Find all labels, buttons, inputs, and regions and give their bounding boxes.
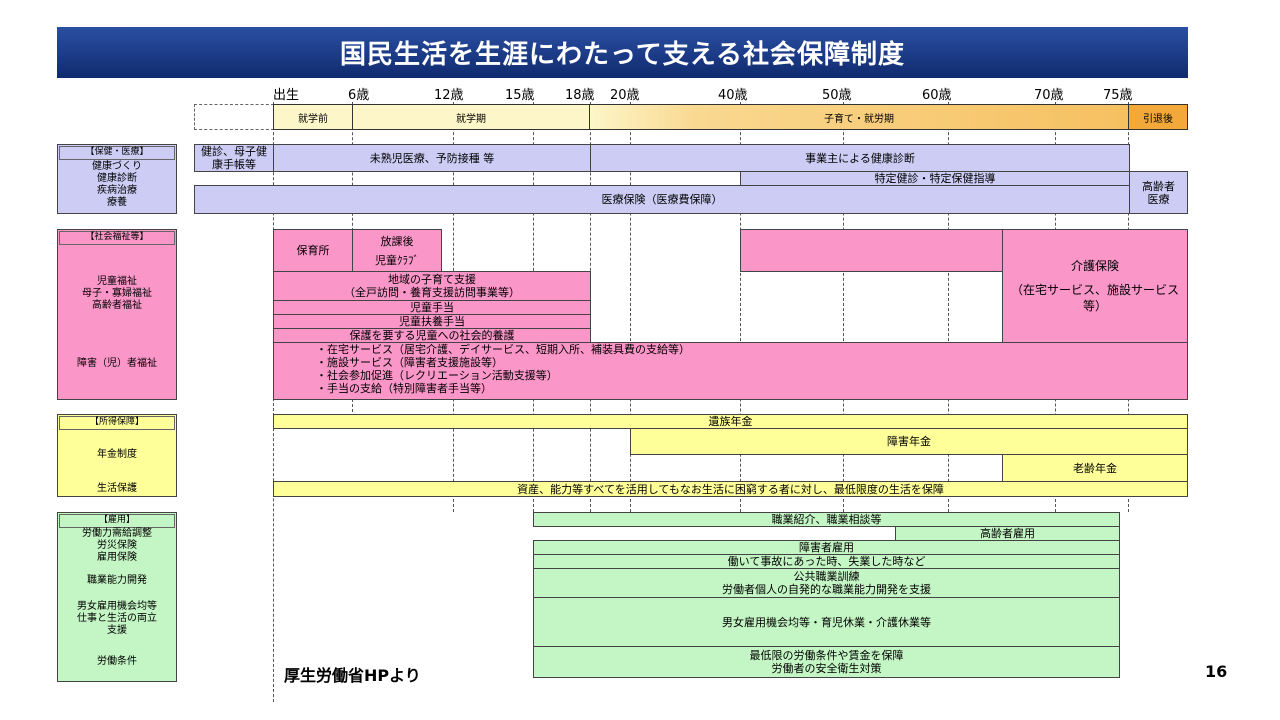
category-income-pension: 年金制度 bbox=[97, 449, 137, 460]
category-employment-item: 労働力需給調整 bbox=[82, 528, 152, 539]
category-welfare-item: 児童福祉 bbox=[97, 276, 137, 287]
age-label: 50歳 bbox=[822, 88, 852, 103]
bar-label: 介護保険 bbox=[1070, 259, 1119, 273]
bar-label: ・施設サービス（障害者支援施設等） bbox=[316, 356, 503, 369]
age-label: 18歳 bbox=[565, 88, 595, 103]
care-insurance-extension bbox=[740, 229, 1003, 272]
bar-label: 放課後 bbox=[380, 234, 414, 248]
category-health-item: 健康診断 bbox=[97, 173, 137, 184]
bar-label: 等） bbox=[1082, 299, 1107, 313]
bar-label: 労働者の安全衛生対策 bbox=[771, 662, 882, 675]
bar-label: 医療 bbox=[1147, 192, 1170, 206]
bar-label: （全戸訪問・養育支援訪問事業等） bbox=[344, 286, 520, 299]
age-label: 70歳 bbox=[1034, 88, 1064, 103]
child-rearing-allowance-bar: 児童扶養手当 bbox=[273, 314, 591, 329]
labor-conditions-bar: 最低限の労働条件や賃金を保障 労働者の安全衛生対策 bbox=[533, 646, 1120, 678]
category-welfare-disability: 障害（児）者福祉 bbox=[77, 358, 157, 369]
bar-label: ・手当の支給（特別障害者手当等） bbox=[316, 382, 492, 395]
nursery-bar: 保育所 bbox=[273, 229, 353, 272]
child-allowance-bar: 児童手当 bbox=[273, 300, 591, 315]
bar-label: 労働者個人の自発的な職業能力開発を支援 bbox=[722, 583, 931, 596]
category-employment-item: 労災保険 bbox=[97, 540, 137, 551]
age-label: 12歳 bbox=[434, 88, 464, 103]
survivor-pension-bar: 遺族年金 bbox=[273, 414, 1188, 429]
category-health-item: 療養 bbox=[107, 197, 127, 208]
age-guide-line bbox=[843, 102, 844, 512]
disability-pension-bar: 障害年金 bbox=[630, 428, 1188, 455]
age-guide-line bbox=[630, 102, 631, 512]
age-label: 40歳 bbox=[718, 88, 748, 103]
elderly-employment-bar: 高齢者雇用 bbox=[895, 526, 1120, 541]
care-insurance-bar: 介護保険 （在宅サービス、施設サービス 等） bbox=[1002, 229, 1188, 343]
category-employment-item: 雇用保険 bbox=[97, 552, 137, 563]
bar-label: 最低限の労働条件や賃金を保障 bbox=[749, 649, 904, 662]
age-guide-line bbox=[273, 102, 274, 702]
stage-working: 子育て・就労期 bbox=[589, 104, 1129, 130]
age-label: 75歳 bbox=[1103, 88, 1133, 103]
age-label: 60歳 bbox=[922, 88, 952, 103]
category-employment-skills: 職業能力開発 bbox=[87, 575, 147, 586]
age-label: 20歳 bbox=[610, 88, 640, 103]
social-care-bar: 保護を要する児童への社会的養護 bbox=[273, 328, 591, 343]
category-employment-header: 【雇用】 bbox=[59, 514, 175, 528]
medical-insurance-bar: 医療保険（医療費保障） bbox=[194, 185, 1130, 214]
vocational-training-bar: 公共職業訓練 労働者個人の自発的な職業能力開発を支援 bbox=[533, 568, 1120, 598]
category-employment-equal: 男女雇用機会均等 bbox=[77, 601, 157, 612]
category-welfare-item: 高齢者福祉 bbox=[92, 300, 142, 311]
age-guide-line bbox=[740, 102, 741, 512]
disability-welfare-bar: ・在宅サービス（居宅介護、デイサービス、短期入所、補装具費の支給等） ・施設サー… bbox=[273, 342, 1188, 400]
bar-label: 地域の子育て支援 bbox=[388, 273, 476, 286]
employer-checkup-bar: 事業主による健康診断 bbox=[590, 144, 1130, 172]
stage-blank bbox=[194, 104, 274, 130]
page-number: 16 bbox=[1205, 662, 1228, 681]
bar-label: ・在宅サービス（居宅介護、デイサービス、短期入所、補装具費の支給等） bbox=[316, 343, 690, 356]
category-income-livelihood: 生活保護 bbox=[97, 483, 137, 494]
category-income-header: 【所得保障】 bbox=[59, 416, 175, 430]
category-employment-labor: 労働条件 bbox=[97, 656, 137, 667]
bar-label: 高齢者 bbox=[1142, 179, 1175, 193]
title-bar bbox=[57, 27, 1188, 78]
after-school-club-bar: 放課後 児童ｸﾗﾌﾞ bbox=[352, 229, 442, 272]
category-income: 【所得保障】 年金制度 生活保護 bbox=[57, 414, 177, 497]
accident-unemployment-bar: 働いて事故にあった時、失業した時など bbox=[533, 554, 1120, 569]
age-label: 6歳 bbox=[348, 88, 370, 103]
disabled-employment-bar: 障害者雇用 bbox=[533, 540, 1120, 555]
age-guide-line bbox=[948, 102, 949, 512]
premature-care-bar: 未熟児医療、予防接種 等 bbox=[273, 144, 591, 172]
local-childcare-support-bar: 地域の子育て支援 （全戸訪問・養育支援訪問事業等） bbox=[273, 271, 591, 301]
page-title: 国民生活を生涯にわたって支える社会保障制度 bbox=[340, 40, 905, 70]
bar-label: ・社会参加促進（レクリエーション活動支援等） bbox=[316, 369, 558, 382]
category-employment: 【雇用】 労働力需給調整 労災保険 雇用保険 職業能力開発 男女雇用機会均等 仕… bbox=[57, 512, 177, 682]
source-note: 厚生労働省HPより bbox=[284, 666, 421, 685]
bar-label: 健診、母子健 bbox=[201, 145, 267, 158]
category-employment-equal: 仕事と生活の両立 bbox=[77, 613, 157, 624]
bar-label: 康手帳等 bbox=[212, 158, 256, 171]
age-label: 15歳 bbox=[505, 88, 535, 103]
category-welfare-item: 母子・寡婦福祉 bbox=[82, 288, 152, 299]
bar-label: 児童ｸﾗﾌﾞ bbox=[375, 253, 419, 267]
public-assistance-bar: 資産、能力等すべてを活用してもなお生活に困窮する者に対し、最低限度の生活を保障 bbox=[273, 481, 1188, 497]
category-health: 【保健・医療】 健康づくり 健康診断 疾病治療 療養 bbox=[57, 144, 177, 214]
equal-opportunity-bar: 男女雇用機会均等・育児休業・介護休業等 bbox=[533, 597, 1120, 647]
stage-retired: 引退後 bbox=[1128, 104, 1188, 130]
elderly-medical-bar: 高齢者 医療 bbox=[1129, 171, 1188, 214]
category-welfare: 【社会福祉等】 児童福祉 母子・寡婦福祉 高齢者福祉 障害（児）者福祉 bbox=[57, 229, 177, 400]
bar-label: 公共職業訓練 bbox=[793, 570, 860, 583]
bar-label: （在宅サービス、施設サービス bbox=[1010, 283, 1179, 297]
stage-school: 就学期 bbox=[352, 104, 590, 130]
category-employment-equal: 支援 bbox=[107, 625, 127, 636]
old-age-pension-bar: 老齢年金 bbox=[1002, 454, 1188, 482]
age-label: 出生 bbox=[273, 88, 300, 103]
category-health-item: 疾病治療 bbox=[97, 185, 137, 196]
category-health-header: 【保健・医療】 bbox=[59, 146, 175, 160]
infant-checkup-bar: 健診、母子健 康手帳等 bbox=[194, 144, 274, 172]
job-placement-bar: 職業紹介、職業相談等 bbox=[533, 512, 1120, 527]
specific-checkup-bar: 特定健診・特定保健指導 bbox=[740, 171, 1130, 186]
category-welfare-header: 【社会福祉等】 bbox=[59, 231, 175, 245]
stage-preschool: 就学前 bbox=[273, 104, 353, 130]
category-health-item: 健康づくり bbox=[92, 161, 142, 172]
